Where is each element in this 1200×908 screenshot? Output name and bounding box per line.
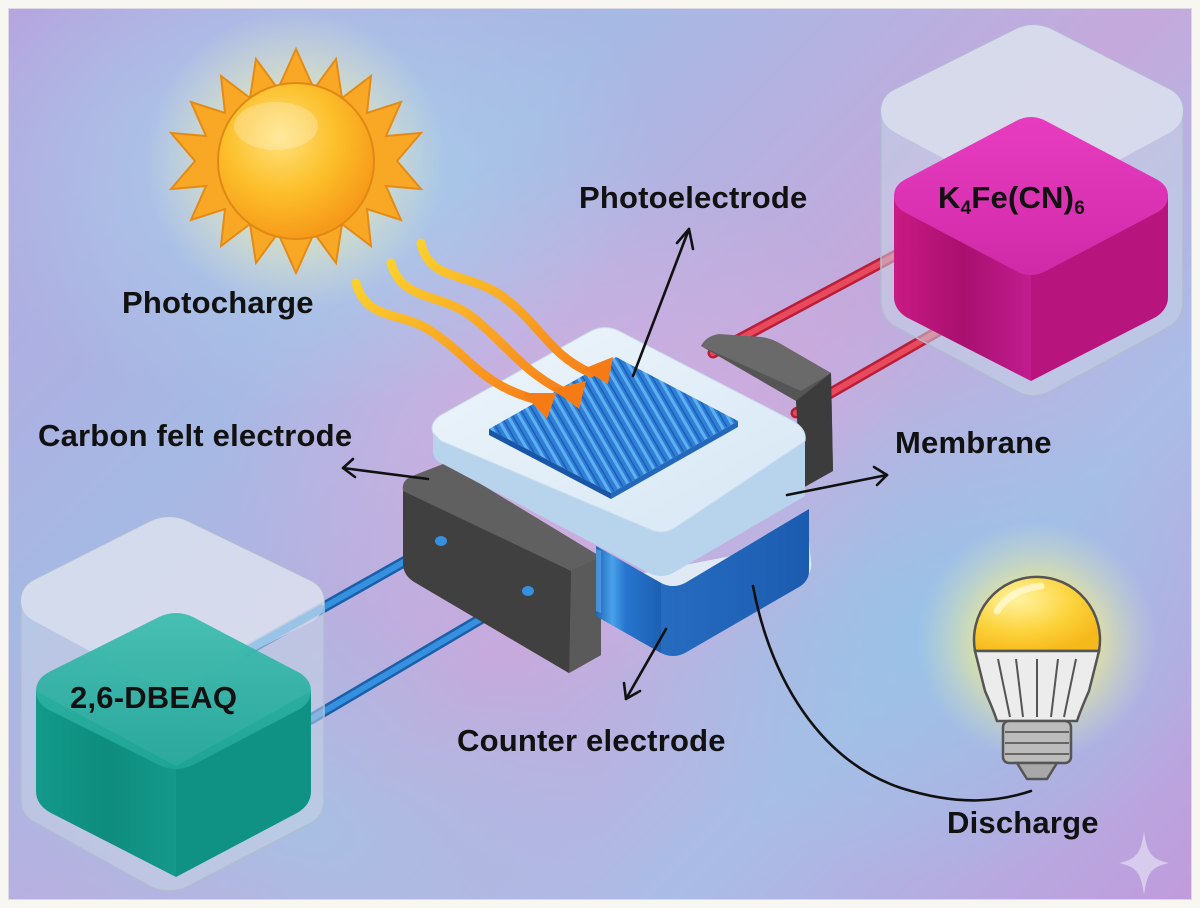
ray-arrowhead bbox=[583, 357, 613, 384]
label-photoelectrode: Photoelectrode bbox=[579, 180, 808, 215]
catholyte-fecn: Fe(CN) bbox=[971, 180, 1075, 215]
flow-cell bbox=[402, 327, 833, 673]
sun-icon bbox=[146, 11, 446, 311]
callout-arrows bbox=[341, 227, 1033, 802]
label-discharge: Discharge bbox=[947, 805, 1099, 840]
membrane-layer bbox=[596, 509, 809, 656]
anolyte-tank bbox=[20, 516, 325, 892]
label-catholyte: K4Fe(CN)6 bbox=[938, 180, 1085, 220]
catholyte-sub-6: 6 bbox=[1074, 198, 1085, 219]
ray-arrowhead bbox=[553, 381, 586, 409]
label-carbon-felt-electrode: Carbon felt electrode bbox=[38, 418, 353, 453]
diagram-canvas bbox=[8, 8, 1192, 900]
label-photocharge: Photocharge bbox=[122, 285, 314, 320]
sparkle-icon bbox=[1119, 831, 1169, 895]
diagram-artwork bbox=[20, 11, 1184, 895]
label-counter-electrode: Counter electrode bbox=[457, 723, 726, 758]
catholyte-k: K bbox=[938, 180, 961, 215]
light-bulb-icon bbox=[917, 521, 1157, 781]
catholyte-tank bbox=[880, 24, 1184, 397]
catholyte-sub-4: 4 bbox=[960, 198, 972, 219]
carbon-felt-back bbox=[701, 334, 833, 489]
carbon-felt-electrode-block bbox=[402, 463, 601, 673]
light-rays bbox=[351, 238, 613, 419]
label-anolyte: 2,6-DBEAQ bbox=[70, 680, 238, 715]
photoelectrode-surface bbox=[489, 357, 738, 499]
label-membrane: Membrane bbox=[895, 425, 1052, 460]
ray-arrowhead bbox=[523, 393, 556, 419]
